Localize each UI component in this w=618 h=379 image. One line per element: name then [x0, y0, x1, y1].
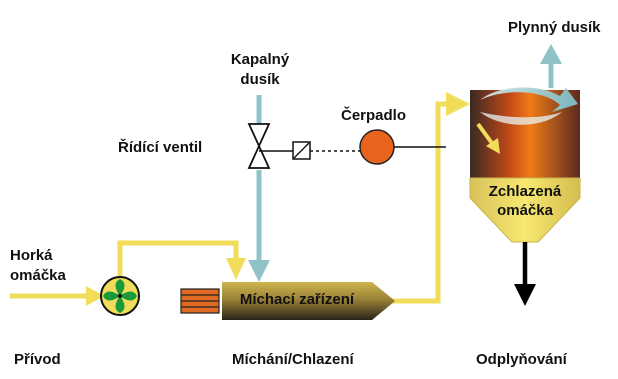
mixer-icon	[180, 282, 395, 320]
stage-mixing-cooling-label: Míchání/Chlazení	[232, 351, 354, 368]
cooled-sauce-line-1: Zchlazená	[488, 183, 562, 200]
arrow-inlet	[86, 286, 104, 306]
pump-icon	[359, 129, 395, 165]
stage-feed-label: Přívod	[14, 351, 61, 368]
sauce-line-feeder-to-mixer	[117, 240, 239, 278]
stage-degassing-label: Odplyňování	[476, 351, 567, 368]
hot-sauce-label: Horká omáčka	[10, 246, 66, 286]
control-valve-icon	[247, 123, 271, 169]
sauce-line-mixer-to-tank	[392, 101, 446, 304]
hot-sauce-line-1: Horká	[10, 247, 53, 264]
sauce-line-network	[10, 101, 446, 304]
gas-nitrogen-label: Plynný dusík	[508, 19, 601, 36]
gas-swirl-icon	[480, 87, 578, 112]
hot-sauce-line-2: omáčka	[10, 267, 66, 284]
arrow-product-outlet	[514, 284, 536, 306]
arrow-into-tank	[446, 92, 470, 116]
signal-converter-icon	[292, 141, 311, 160]
pump-label: Čerpadlo	[341, 107, 407, 124]
liquid-nitrogen-label: Kapalný dusík	[226, 50, 294, 90]
cooled-sauce-line-2: omáčka	[497, 202, 553, 219]
arrow-into-mixer	[226, 258, 246, 280]
cooled-sauce-label: Zchlazená omáčka	[470, 182, 580, 220]
arrow-nitrogen-into-mixer	[248, 260, 270, 282]
liquid-nitrogen-line-2: dusík	[240, 71, 280, 88]
control-valve-label: Řídící ventil	[118, 139, 203, 156]
degassing-tank-icon	[469, 87, 581, 243]
liquid-nitrogen-line-1: Kapalný	[230, 51, 290, 68]
mixer-label: Míchací zařízení	[239, 291, 355, 308]
arrow-gas-outlet	[540, 44, 562, 64]
feeder-icon	[100, 276, 140, 316]
